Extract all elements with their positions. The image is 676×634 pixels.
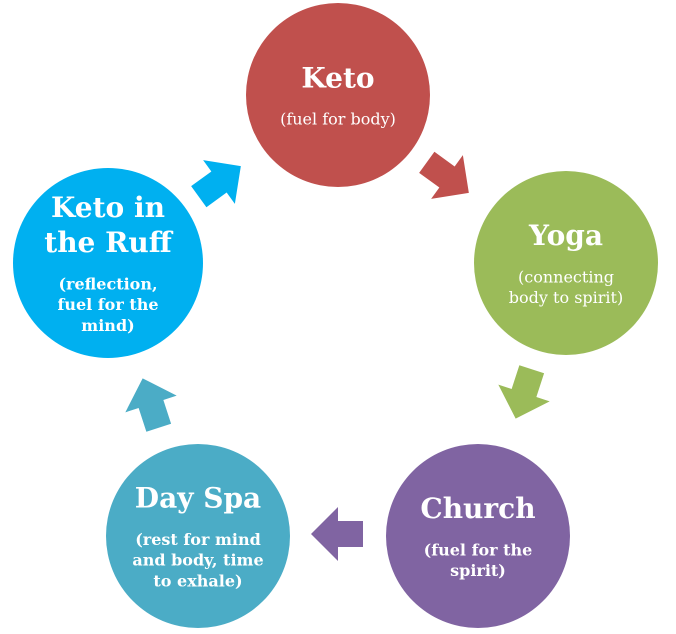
- node-day-spa-circle: [106, 444, 290, 628]
- arrow-church-to-day-spa: [311, 507, 363, 561]
- arrow-keto-in-the-ruff-to-keto: [191, 160, 241, 208]
- node-yoga: Yoga (connecting body to spirit): [474, 171, 658, 355]
- node-day-spa-subtitle-line-2: and body, time: [132, 551, 263, 570]
- node-yoga-subtitle-line-2: body to spirit): [509, 288, 623, 307]
- node-keto-in-the-ruff-subtitle-line-3: mind): [81, 316, 134, 335]
- node-keto-circle: [246, 3, 430, 187]
- node-church-title-line-1: Church: [420, 492, 535, 525]
- node-day-spa: Day Spa (rest for mind and body, time to ex…: [106, 444, 290, 628]
- node-day-spa-title-line-1: Day Spa: [135, 482, 261, 515]
- node-keto-subtitle-line-1: (fuel for body): [280, 110, 396, 129]
- node-keto: Keto (fuel for body): [246, 3, 430, 187]
- node-keto-title-line-1: Keto: [301, 61, 374, 94]
- node-church-subtitle-line-1: (fuel for the: [424, 540, 533, 559]
- arrow-day-spa-to-keto-in-the-ruff: [125, 378, 177, 432]
- node-keto-in-the-ruff-subtitle-line-1: (reflection,: [58, 274, 157, 293]
- arrow-keto-to-yoga: [419, 151, 469, 199]
- arrow-yoga-to-church: [498, 365, 550, 419]
- node-keto-in-the-ruff-subtitle-line-2: fuel for the: [57, 295, 158, 314]
- node-day-spa-subtitle-line-1: (rest for mind: [135, 530, 261, 549]
- node-yoga-circle: [474, 171, 658, 355]
- node-day-spa-subtitle-line-3: to exhale): [153, 572, 242, 591]
- node-church-circle: [386, 444, 570, 628]
- node-keto-in-the-ruff-title-line-1: Keto in: [51, 191, 165, 224]
- node-church-subtitle-line-2: spirit): [450, 561, 506, 580]
- node-keto-in-the-ruff-title-line-2: the Ruff: [44, 226, 173, 259]
- node-church: Church (fuel for the spirit): [386, 444, 570, 628]
- node-keto-in-the-ruff-circle: [13, 168, 203, 358]
- node-yoga-title-line-1: Yoga: [528, 219, 603, 252]
- node-yoga-subtitle-line-1: (connecting: [518, 267, 614, 286]
